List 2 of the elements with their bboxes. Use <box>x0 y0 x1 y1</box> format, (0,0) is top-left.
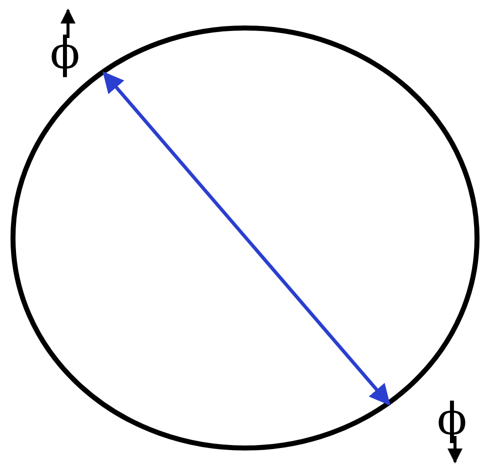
symbol-label: ϕ <box>437 398 467 442</box>
symbol-label: ϕ <box>50 32 80 76</box>
